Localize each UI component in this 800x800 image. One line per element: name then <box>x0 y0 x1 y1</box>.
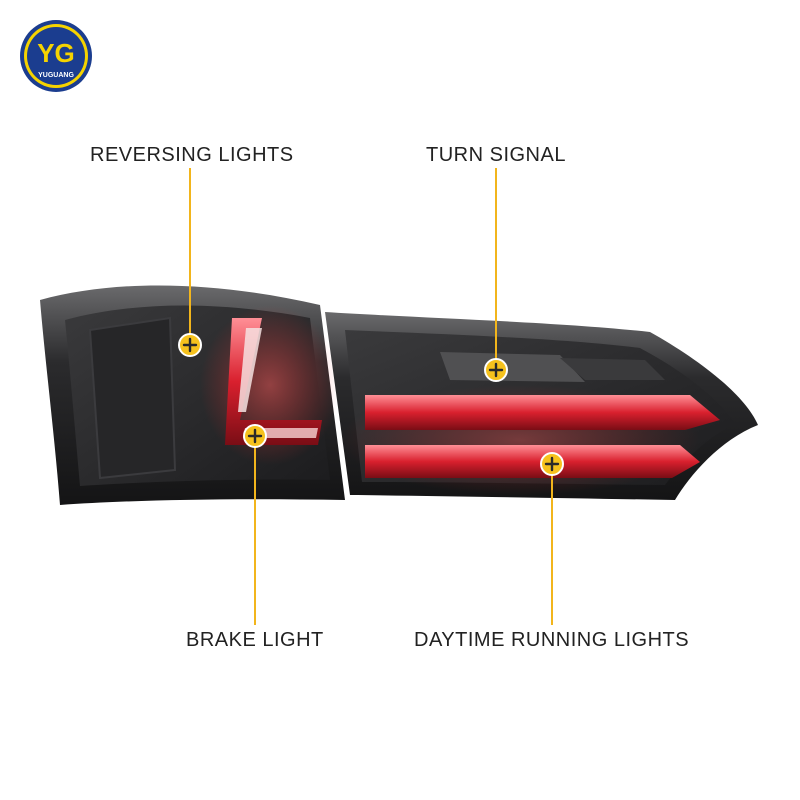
drl-lower-bar <box>365 445 700 478</box>
brake-light-label: BRAKE LIGHT <box>186 629 324 651</box>
turn-signal-label: TURN SIGNAL <box>426 144 566 166</box>
reversing-marker-icon <box>178 333 202 357</box>
reflector-ribs <box>88 316 177 480</box>
reversing-lights-label: REVERSING LIGHTS <box>90 144 294 166</box>
svg-text:YG: YG <box>37 38 75 68</box>
drl-marker-icon <box>540 452 564 476</box>
drl-upper-bar <box>365 395 720 430</box>
turn-signal-reflector <box>440 352 585 382</box>
turn-marker-icon <box>484 358 508 382</box>
reversing-led-cluster <box>238 328 262 412</box>
yuguang-logo: YG YUGUANG <box>20 20 92 92</box>
brake-marker-icon <box>243 424 267 448</box>
svg-text:YUGUANG: YUGUANG <box>38 72 74 79</box>
daytime-running-lights-label: DAYTIME RUNNING LIGHTS <box>414 629 690 651</box>
